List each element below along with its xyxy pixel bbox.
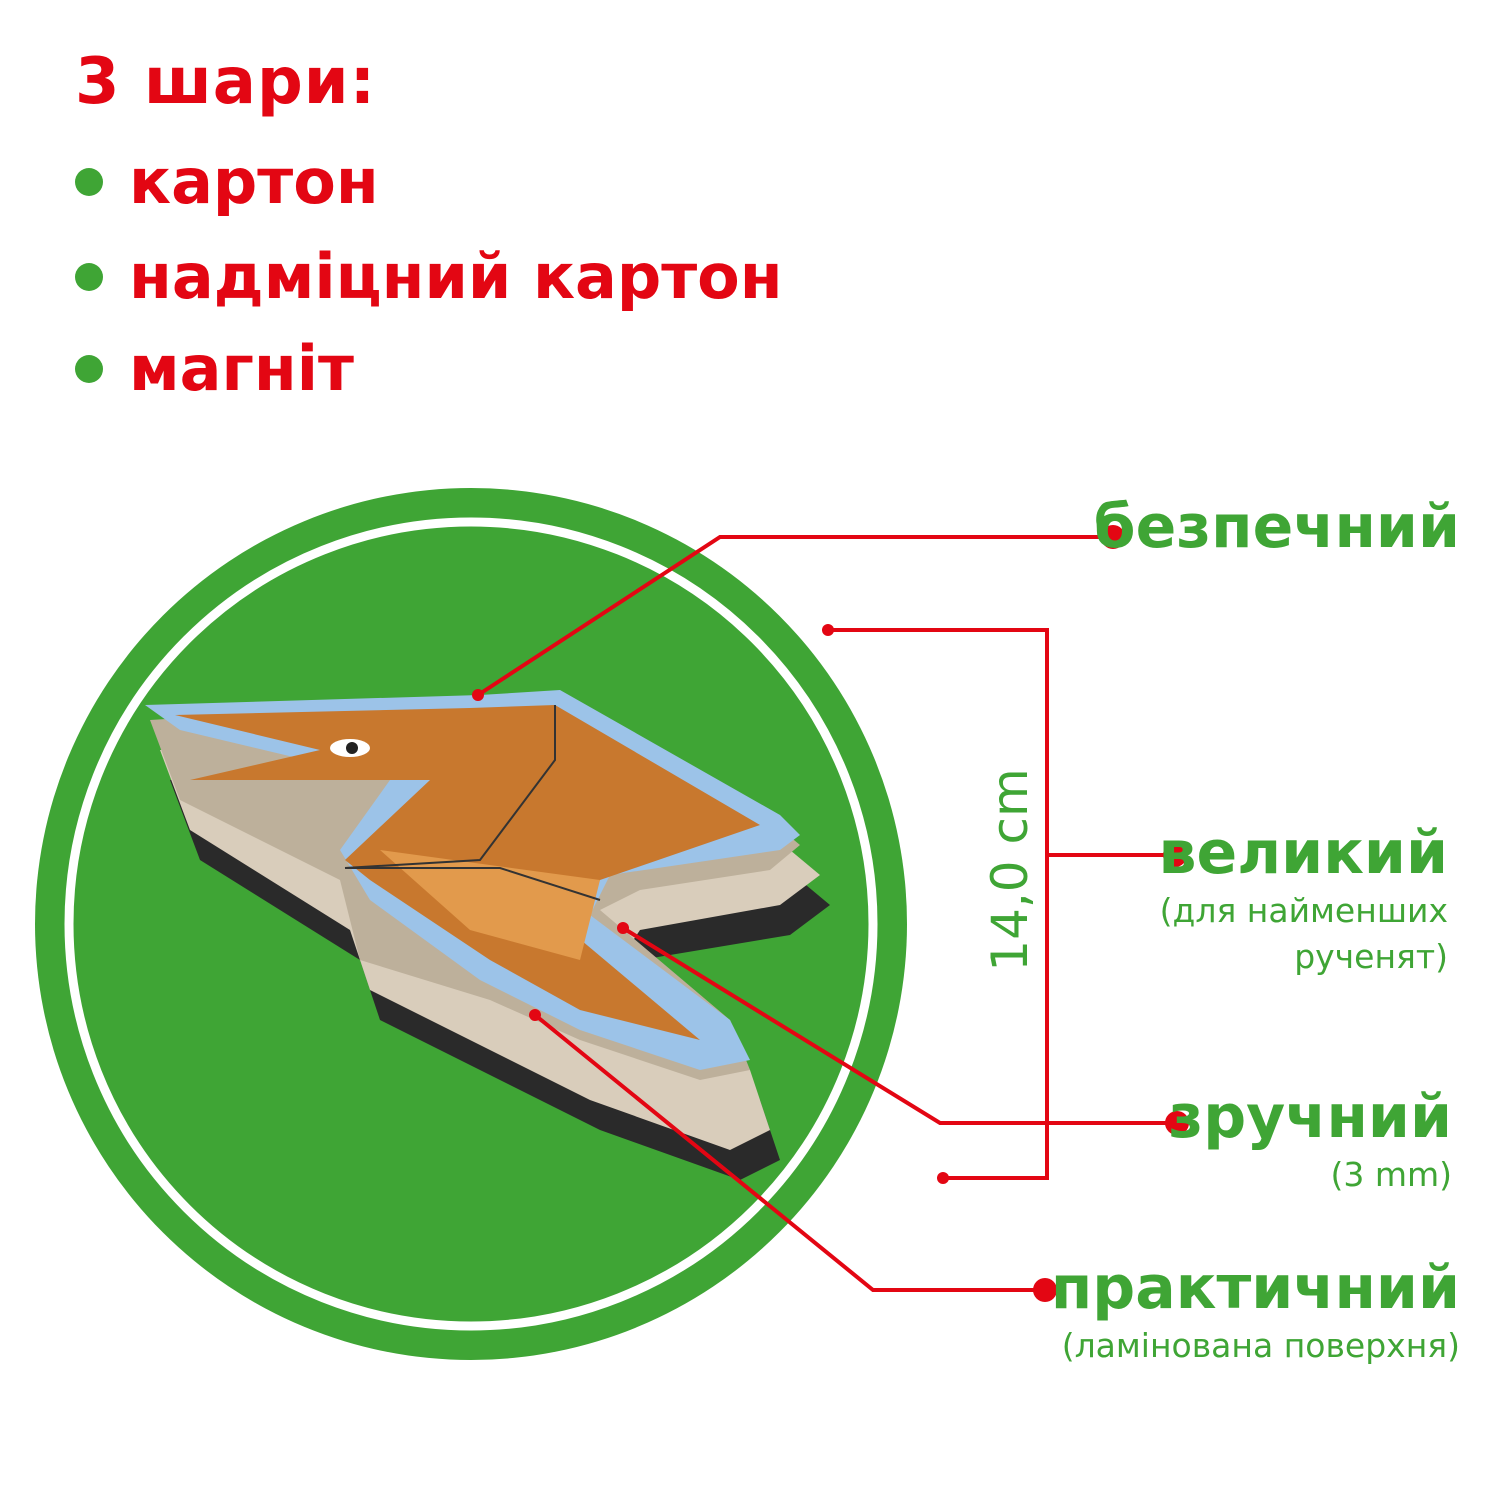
feature-practical-label: практичний (1050, 1253, 1460, 1323)
callout-dots (472, 525, 1189, 1302)
bullet-icon (75, 167, 103, 196)
bullet-icon (75, 354, 103, 383)
layers-heading: 3 шари: (75, 45, 377, 119)
magnet-puzzle-pterodactyl (145, 690, 830, 1180)
layer-item: магніт (75, 332, 354, 405)
callout-lines (476, 535, 1177, 1292)
layer-label: магніт (129, 332, 354, 405)
feature-big-note: рученят) (1294, 937, 1448, 976)
feature-convenient-label: зручний (1168, 1082, 1452, 1152)
feature-big-label: великий (1158, 818, 1448, 888)
bullet-icon (75, 262, 103, 291)
feature-practical-note: (ламінована поверхня) (1061, 1326, 1460, 1365)
layer-label: надміцний картон (129, 240, 783, 313)
feature-big: великий (для найменших рученят) (1159, 818, 1448, 980)
feature-convenient: зручний (3 mm) (1168, 1082, 1452, 1198)
feature-big-note: (для найменших (1159, 891, 1448, 930)
feature-practical: практичний (ламінована поверхня) (1051, 1253, 1460, 1369)
feature-convenient-note: (3 mm) (1330, 1155, 1452, 1194)
layer-label: картон (129, 145, 379, 218)
feature-safe: безпечний (1093, 492, 1460, 562)
layer-item: надміцний картон (75, 240, 783, 313)
layer-item: картон (75, 145, 379, 218)
dimension-label: 14,0 cm (981, 768, 1039, 972)
